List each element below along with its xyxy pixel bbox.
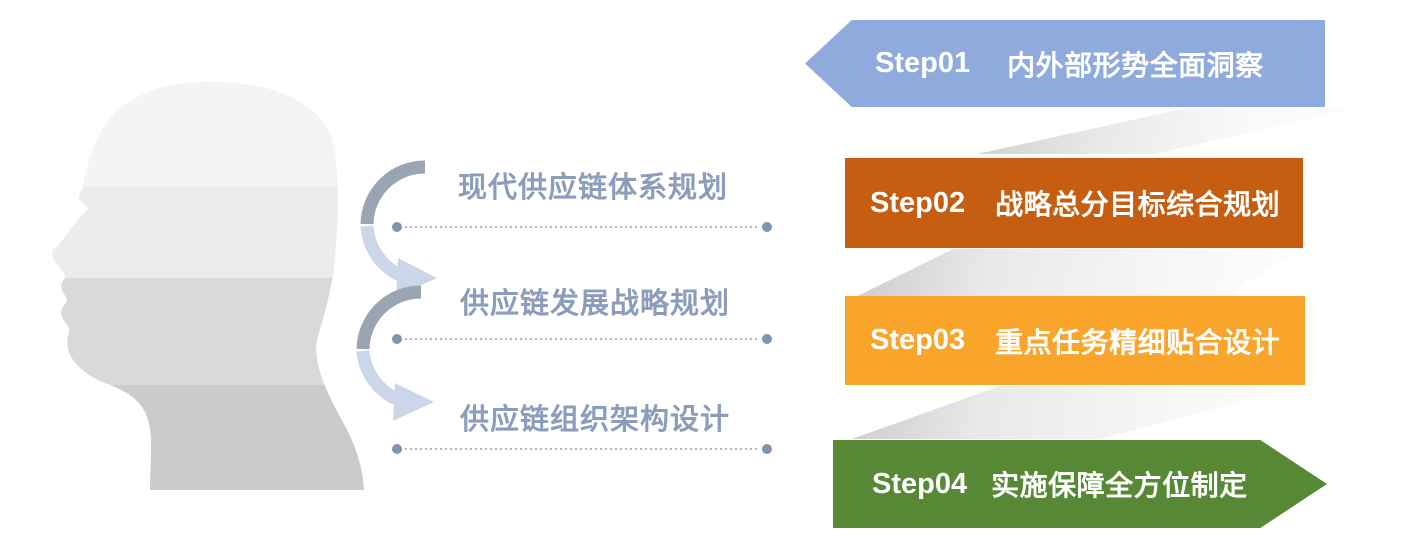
step-banner-3: Step03 重点任务精细贴合设计 [845,296,1305,385]
planning-item-label: 现代供应链体系规划 [458,172,729,204]
step-banner-2: Step02 战略总分目标综合规划 [845,158,1303,248]
step-banner-4: Step04 实施保障全方位制定 [833,440,1327,528]
dotted-divider [392,221,772,233]
dotted-line [405,448,759,450]
step-number: Step03 [870,324,966,356]
step-title: 重点任务精细贴合设计 [995,326,1281,358]
step-number: Step04 [872,467,968,500]
head-silhouette-icon [52,81,364,490]
step-title: 战略总分目标综合规划 [995,189,1281,220]
line-end-dot [762,444,772,454]
step-title: 内外部形势全面洞察 [1007,49,1264,81]
line-end-dot [762,334,772,344]
line-end-dot [392,222,402,232]
step-banner-1: Step01 内外部形势全面洞察 [805,20,1325,107]
line-end-dot [392,334,402,344]
dotted-divider [392,443,772,455]
curved-arrow-icon [356,285,434,421]
dotted-divider [392,333,772,345]
dotted-line [405,226,759,228]
planning-item-label: 供应链发展战略规划 [460,288,731,320]
line-end-dot [762,222,772,232]
dotted-line [405,338,759,340]
line-end-dot [392,444,402,454]
step-number: Step02 [870,186,966,219]
planning-item-label: 供应链组织架构设计 [460,404,731,436]
step-number: Step01 [875,47,971,79]
step-title: 实施保障全方位制定 [991,470,1248,501]
